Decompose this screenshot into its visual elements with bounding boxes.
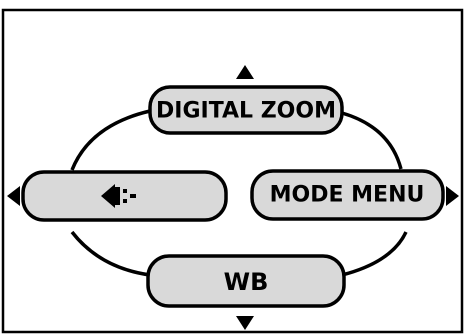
flash-icon — [101, 184, 136, 208]
arc-top-left — [70, 109, 151, 171]
connector-arcs — [70, 109, 408, 277]
digital-zoom-label: DIGITAL ZOOM — [156, 99, 336, 124]
arrow-up-icon — [236, 65, 254, 79]
flash-button[interactable] — [21, 170, 228, 222]
arrow-left-icon — [7, 186, 20, 206]
arrow-down-icon — [236, 316, 254, 330]
mode-menu-button[interactable]: MODE MENU — [250, 169, 445, 221]
display-border — [1, 8, 464, 334]
arc-bottom-right — [341, 231, 408, 277]
wb-label: WB — [224, 268, 269, 296]
digital-zoom-button[interactable]: DIGITAL ZOOM — [148, 85, 344, 135]
arrow-right-icon — [446, 186, 459, 206]
arc-top-right — [341, 111, 403, 170]
wb-button[interactable]: WB — [146, 254, 346, 308]
mode-menu-label: MODE MENU — [270, 183, 425, 208]
arc-bottom-left — [70, 230, 151, 277]
